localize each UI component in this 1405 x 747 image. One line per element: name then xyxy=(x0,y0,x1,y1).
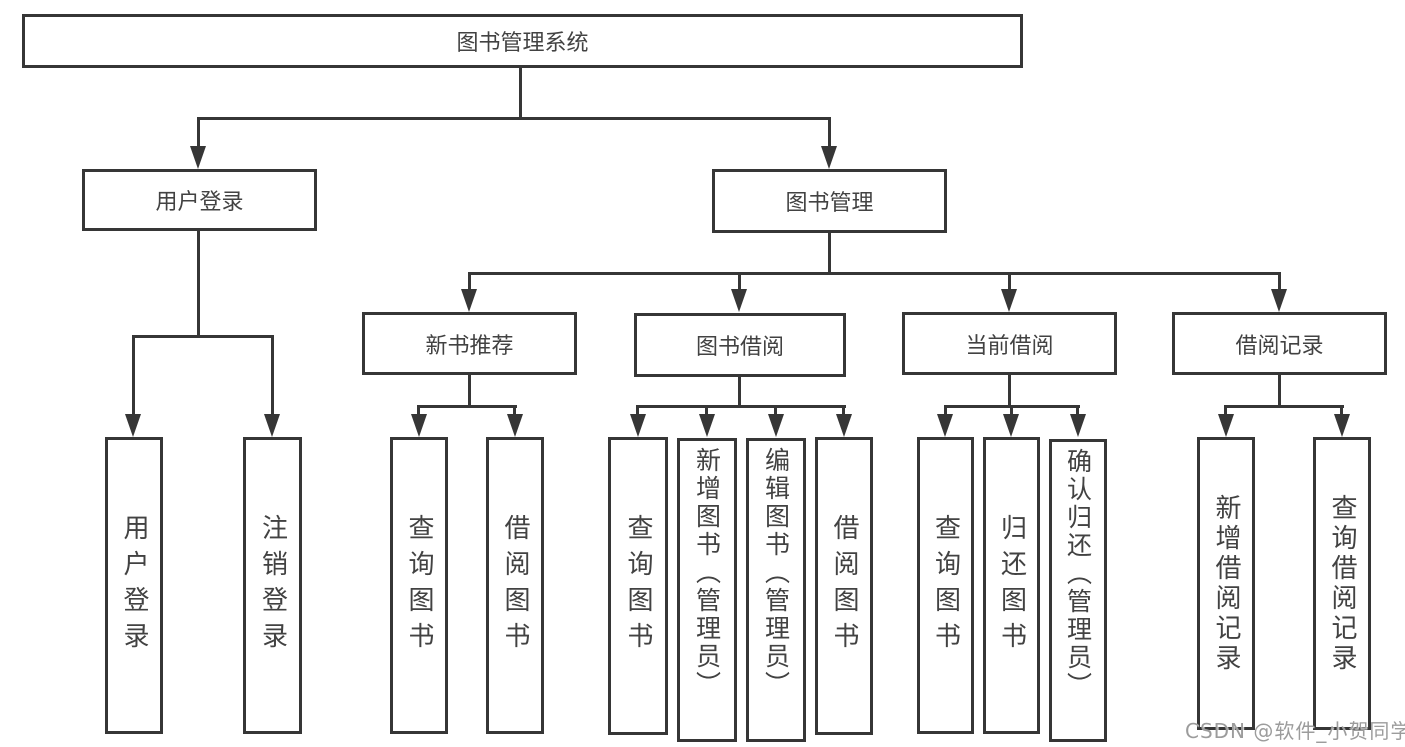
connector-line xyxy=(705,408,708,416)
connector-line xyxy=(132,338,135,416)
leaf-return-books: 归还图书 xyxy=(983,437,1040,734)
node-borrow-records: 借阅记录 xyxy=(1172,312,1387,375)
connector-line xyxy=(944,408,947,416)
connector-line xyxy=(774,408,777,416)
connector-line xyxy=(1008,375,1011,408)
arrow-down-icon xyxy=(836,414,852,437)
leaf-label: 注销登录 xyxy=(257,513,288,658)
leaf-borrow-books-recommend: 借阅图书 xyxy=(486,437,544,734)
arrow-down-icon xyxy=(190,146,206,169)
arrow-down-icon xyxy=(507,414,523,437)
connector-line xyxy=(513,408,516,416)
connector-line xyxy=(1224,408,1227,416)
leaf-query-borrow-record: 查询借阅记录 xyxy=(1313,437,1371,730)
arrow-down-icon xyxy=(699,414,715,437)
leaf-add-borrow-record: 新增借阅记录 xyxy=(1197,437,1255,730)
connector-line xyxy=(468,375,471,408)
arrow-down-icon xyxy=(937,414,953,437)
node-new-book-recommend: 新书推荐 xyxy=(362,312,577,375)
connector-line xyxy=(636,405,846,408)
leaf-label: 归还图书 xyxy=(996,513,1027,658)
leaf-query-books-recommend: 查询图书 xyxy=(390,437,448,734)
node-library-system: 图书管理系统 xyxy=(22,14,1023,68)
node-label: 图书管理 xyxy=(785,191,874,216)
leaf-label: 新增借阅记录 xyxy=(1211,493,1241,674)
connector-line xyxy=(1224,405,1344,408)
leaf-label: 查询图书 xyxy=(623,514,653,658)
leaf-label: 新增图书（管理员） xyxy=(692,447,722,699)
arrow-down-icon xyxy=(1271,289,1287,312)
csdn-watermark: CSDN @软件_小贺同学 xyxy=(1185,719,1405,743)
leaf-edit-books-admin: 编辑图书（管理员） xyxy=(746,438,806,742)
leaf-label: 编辑图书（管理员） xyxy=(761,447,791,699)
connector-line xyxy=(842,408,845,416)
leaf-confirm-return-admin: 确认归还（管理员） xyxy=(1049,439,1107,742)
arrow-down-icon xyxy=(125,414,141,437)
connector-line xyxy=(1076,408,1079,416)
leaf-label: 查询图书 xyxy=(404,513,434,658)
arrow-down-icon xyxy=(731,289,747,312)
connector-line xyxy=(636,408,639,416)
connector-line xyxy=(828,120,831,148)
leaf-borrow-books: 借阅图书 xyxy=(815,437,873,735)
leaf-add-books-admin: 新增图书（管理员） xyxy=(677,438,737,742)
leaf-label: 借阅图书 xyxy=(829,514,859,658)
connector-line xyxy=(197,231,200,338)
arrow-down-icon xyxy=(1001,289,1017,312)
connector-line xyxy=(468,272,1281,275)
connector-line xyxy=(519,68,522,120)
connector-line xyxy=(417,405,517,408)
leaf-query-books-current: 查询图书 xyxy=(917,437,974,734)
connector-line xyxy=(197,117,831,120)
arrow-down-icon xyxy=(1334,414,1350,437)
arrow-down-icon xyxy=(1218,414,1234,437)
leaf-label: 借阅图书 xyxy=(500,513,530,658)
leaf-label: 用户登录 xyxy=(119,513,149,658)
connector-line xyxy=(1278,275,1281,291)
arrow-down-icon xyxy=(768,414,784,437)
connector-line xyxy=(1340,408,1343,416)
connector-line xyxy=(271,338,274,416)
leaf-label: 查询借阅记录 xyxy=(1327,493,1357,674)
connector-line xyxy=(738,377,741,408)
node-user-login: 用户登录 xyxy=(82,169,317,231)
node-label: 用户登录 xyxy=(155,190,244,215)
node-book-borrow: 图书借阅 xyxy=(634,313,846,377)
connector-line xyxy=(417,408,420,416)
connector-line xyxy=(828,233,831,275)
node-label: 图书借阅 xyxy=(695,335,784,360)
node-label: 借阅记录 xyxy=(1235,333,1324,359)
node-book-management: 图书管理 xyxy=(712,169,947,233)
connector-line xyxy=(132,335,274,338)
connector-line xyxy=(1010,408,1013,416)
arrow-down-icon xyxy=(1070,414,1086,437)
node-label: 当前借阅 xyxy=(965,333,1054,359)
connector-line xyxy=(944,405,1080,408)
leaf-label: 确认归还（管理员） xyxy=(1063,448,1093,700)
node-label: 新书推荐 xyxy=(425,333,514,359)
connector-line xyxy=(1278,375,1281,408)
connector-line xyxy=(197,120,200,148)
arrow-down-icon xyxy=(411,414,427,437)
arrow-down-icon xyxy=(264,414,280,437)
connector-line xyxy=(468,275,471,291)
connector-line xyxy=(1008,275,1011,291)
arrow-down-icon xyxy=(630,414,646,437)
arrow-down-icon xyxy=(1003,414,1019,437)
leaf-label: 查询图书 xyxy=(930,513,961,658)
arrow-down-icon xyxy=(461,289,477,312)
leaf-query-books-borrow: 查询图书 xyxy=(608,437,668,735)
connector-line xyxy=(738,275,741,291)
node-label: 图书管理系统 xyxy=(456,31,589,56)
node-current-borrow: 当前借阅 xyxy=(902,312,1117,375)
arrow-down-icon xyxy=(821,146,837,169)
leaf-user-login: 用户登录 xyxy=(105,437,163,734)
leaf-logout: 注销登录 xyxy=(243,437,302,734)
